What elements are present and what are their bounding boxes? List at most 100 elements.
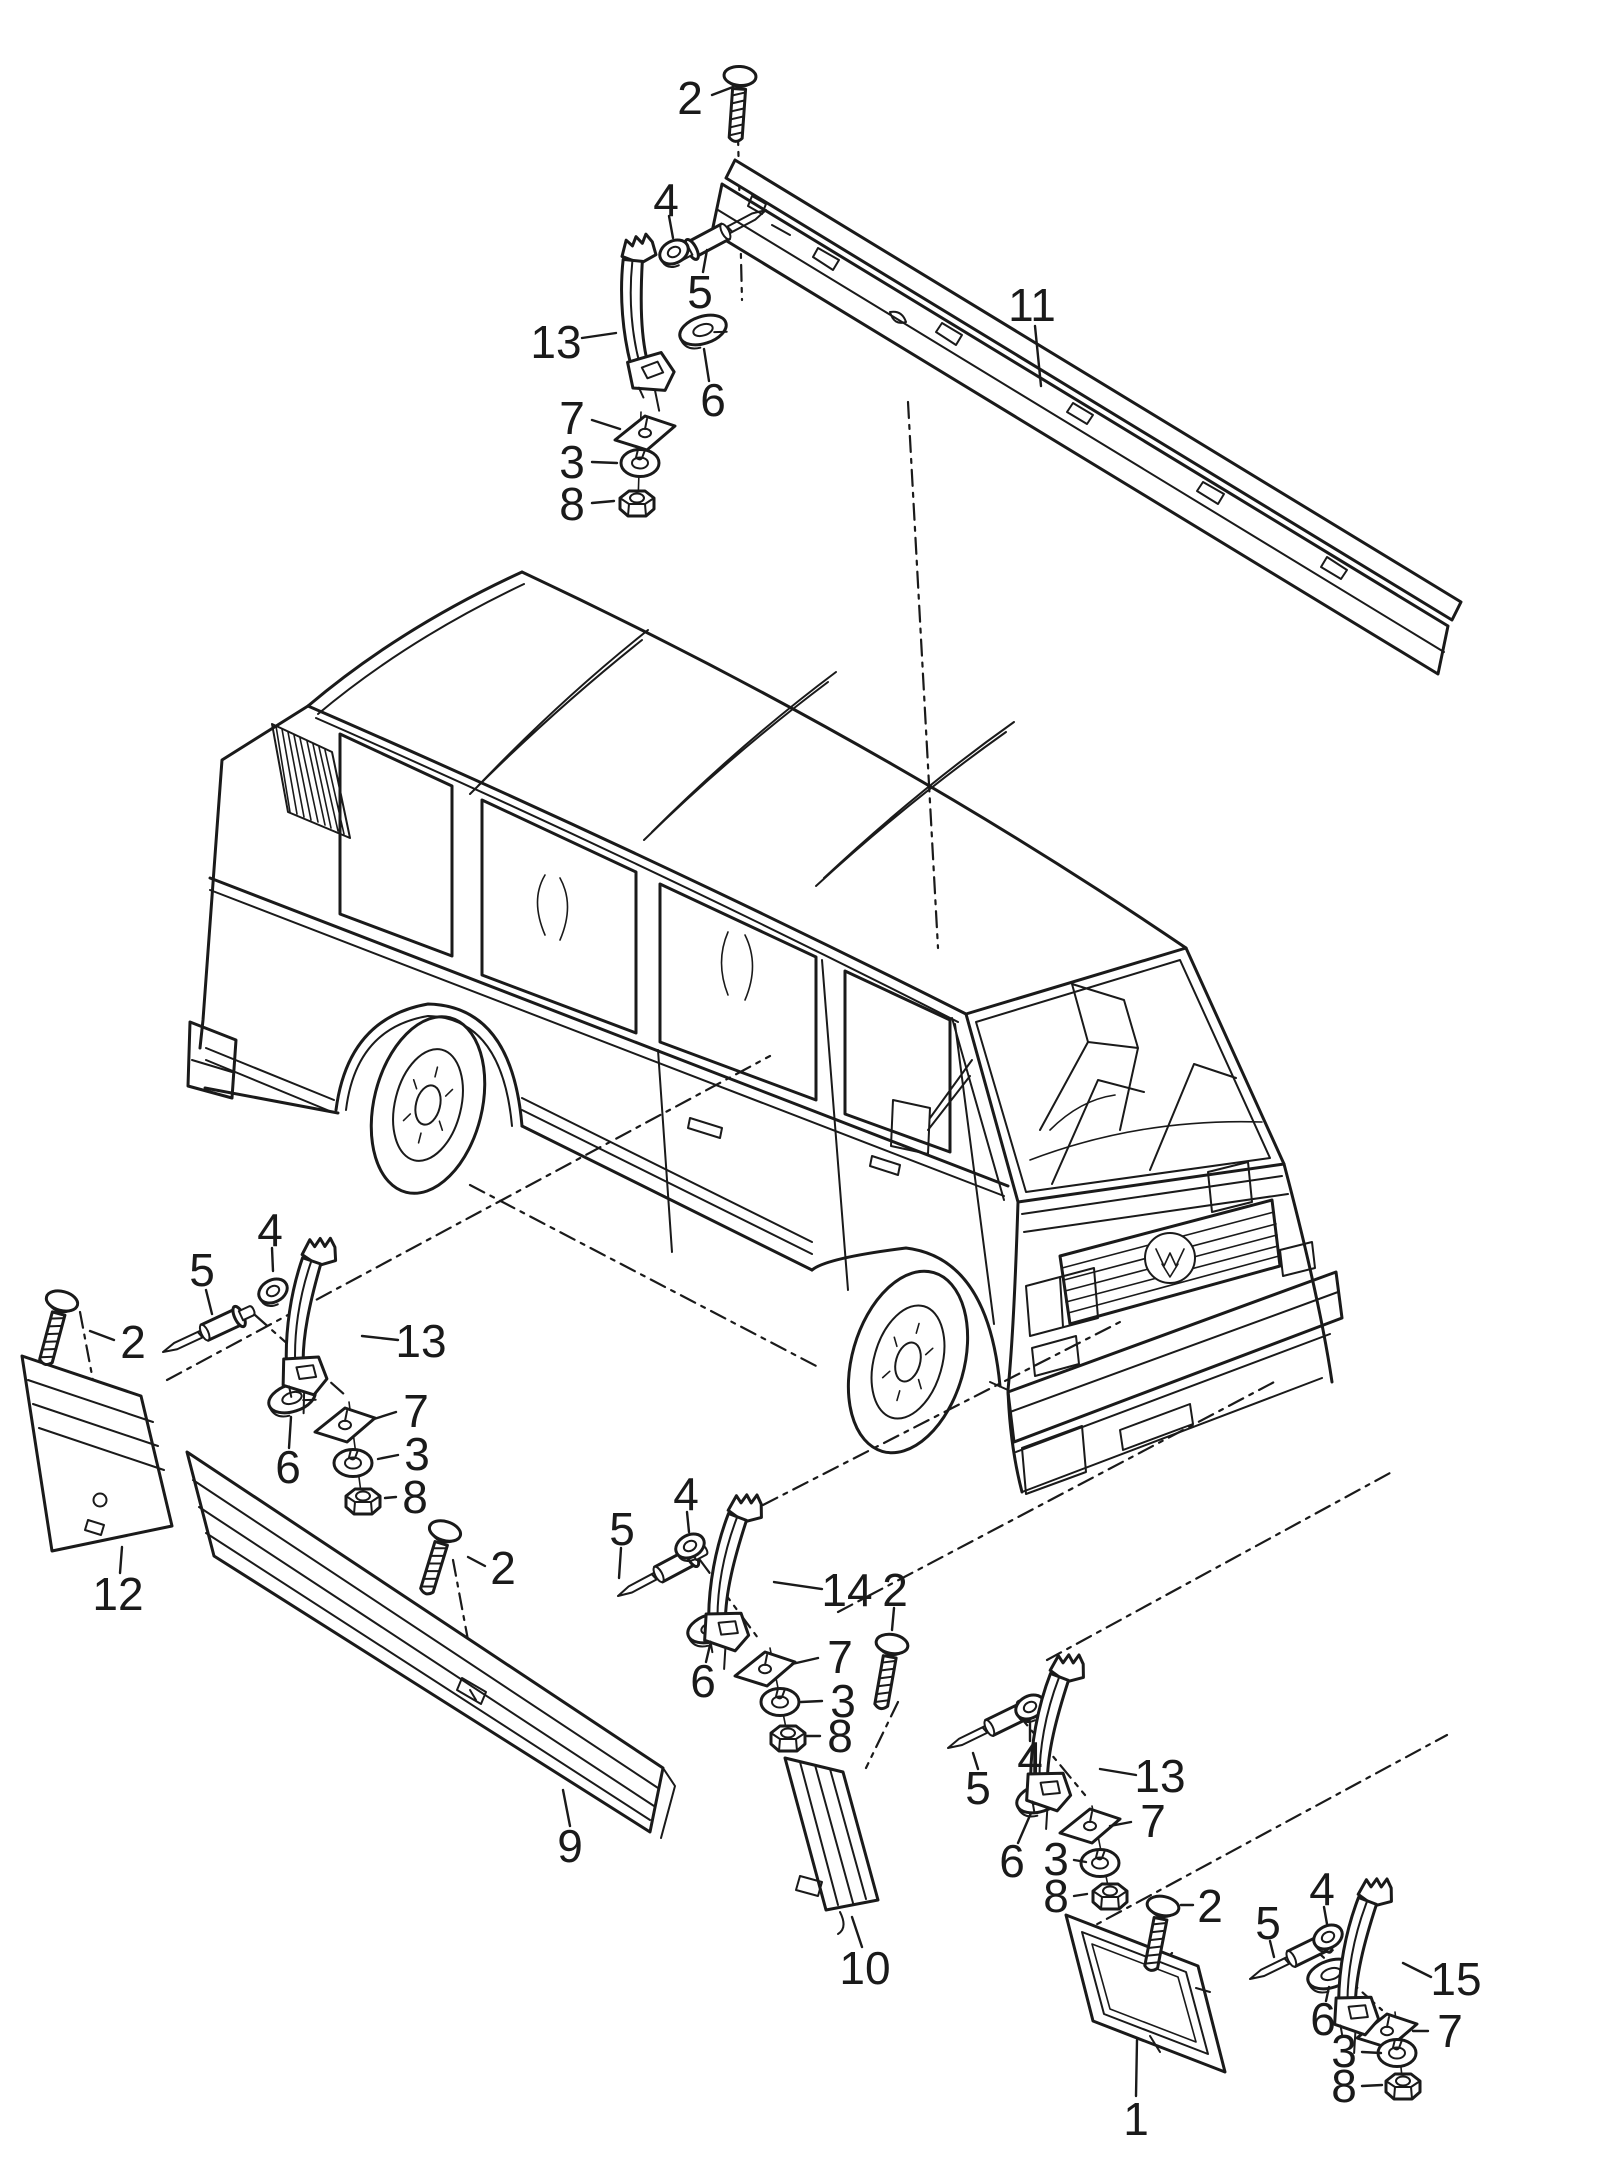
callout-leader-9 (561, 1788, 572, 1828)
callout-label-4-middle: 4 (673, 1468, 699, 1520)
callout-label-2-top: 2 (677, 72, 703, 124)
callout-label-11-top: 11 (1008, 279, 1056, 331)
part-7-plate (613, 414, 677, 452)
hardware (28, 63, 1422, 2101)
callout-label-6-middle-right: 6 (999, 1835, 1025, 1887)
callout-label-3-middle-right: 3 (1043, 1833, 1069, 1885)
callout-label-6-left: 6 (275, 1441, 301, 1493)
part-8-nut (769, 1724, 807, 1753)
callout-label-1-right: 1 (1123, 2093, 1149, 2145)
callout-leader-5 (701, 248, 709, 274)
callout-leader-5 (1268, 1939, 1276, 1959)
callout-leader-5 (617, 1546, 623, 1580)
callout-label-4-middle-right: 4 (1017, 1732, 1043, 1784)
callout-label-15-right: 15 (1430, 1953, 1481, 2005)
van-front-face (1006, 1161, 1344, 1495)
callout-label-4-left: 4 (257, 1204, 283, 1256)
callout-label-7-right: 7 (1437, 2005, 1463, 2057)
van-rear-wheel (334, 1002, 524, 1195)
callout-leader-7 (590, 418, 622, 431)
construction-lines (78, 93, 1449, 2012)
callout-leader-7 (372, 1410, 398, 1421)
callout-label-2-middle-right: 2 (1197, 1880, 1223, 1932)
callout-leader-6 (704, 1643, 712, 1664)
part-3-lock-washer (1376, 2038, 1418, 2068)
headlight-right-icon (1207, 1161, 1253, 1213)
callout-leader-5 (204, 1288, 214, 1316)
part-14-bracket (691, 1487, 780, 1674)
callout-label-2-left: 2 (120, 1316, 146, 1368)
callout-label-8-top: 8 (559, 478, 585, 530)
callout-leader-6 (1324, 1985, 1331, 2003)
callout-label-4-right: 4 (1309, 1863, 1335, 1915)
callout-leader-13 (360, 1334, 400, 1342)
part-4-washer (253, 1272, 295, 1312)
callout-leader-11 (1033, 324, 1043, 388)
callout-label-6-top: 6 (700, 374, 726, 426)
callout-label-8-middle: 8 (827, 1710, 853, 1762)
part-5-rivet (156, 1298, 260, 1364)
callout-label-10-middle: 10 (839, 1942, 890, 1994)
part-8-nut (1384, 2072, 1422, 2101)
callout-leader-5 (971, 1751, 980, 1771)
van-bumper (1006, 1270, 1344, 1495)
callout-leader-8 (590, 499, 616, 505)
callout-leader-6 (1016, 1811, 1033, 1845)
callout-label-8-left: 8 (402, 1471, 428, 1523)
van-illustration (186, 570, 1344, 1495)
part-1-end-cap (1064, 1913, 1227, 2074)
part-2-screw (409, 1515, 465, 1600)
callout-leader-4 (685, 1510, 691, 1534)
callout-label-7-top: 7 (559, 392, 585, 444)
callout-label-3-right: 3 (1331, 2025, 1357, 2077)
callout-leader-13 (580, 331, 618, 340)
van-roof (306, 570, 1188, 1023)
callout-leader-4 (1322, 1905, 1329, 1926)
part-2-screw (863, 1630, 911, 1713)
callout-leader-14 (772, 1580, 824, 1591)
vw-emblem-icon (1144, 1232, 1196, 1284)
callout-label-5-middle-right: 5 (965, 1762, 991, 1814)
callout-leader-3 (1360, 2050, 1383, 2055)
callout-label-5-right: 5 (1255, 1897, 1281, 1949)
callout-leader-2 (710, 85, 735, 97)
callout-leader-2 (88, 1329, 116, 1342)
door-mirror-icon (890, 1059, 973, 1155)
van-beltline-doors (208, 876, 1010, 1325)
part-8-nut (1091, 1882, 1129, 1911)
callout-leader-6 (287, 1415, 293, 1450)
callout-leader-8 (383, 1495, 398, 1500)
part-2-screw (717, 63, 759, 144)
callout-label-2-left: 2 (490, 1542, 516, 1594)
callout-leader-1 (1134, 2038, 1139, 2098)
callout-label-5-top: 5 (687, 266, 713, 318)
callout-leader-2 (890, 1606, 896, 1632)
part-2-screw (28, 1286, 82, 1370)
van-rocker-moldings (205, 1047, 1009, 1391)
stud-axes (348, 411, 1404, 2087)
callout-label-3-top: 3 (559, 436, 585, 488)
callout-leader-7 (1108, 1820, 1133, 1828)
part-10-molding (783, 1756, 880, 1935)
callout-leader-8 (1072, 1892, 1089, 1898)
part-3-lock-washer (1079, 1848, 1121, 1878)
callout-leader-8 (1360, 2083, 1384, 2088)
callout-leader-4 (270, 1246, 275, 1273)
callout-label-14-middle: 14 (821, 1564, 872, 1616)
part-9-molding (185, 1450, 676, 1839)
part-7-plate (313, 1406, 377, 1444)
callout-leader-13 (1098, 1767, 1138, 1777)
part-12-end-cap (20, 1354, 174, 1553)
callout-label-13-top: 13 (530, 316, 581, 368)
callout-leader-3 (376, 1453, 400, 1461)
callout-leader-15 (1401, 1961, 1433, 1979)
headlight-left-icon (1025, 1267, 1099, 1337)
part-3-lock-washer (332, 1448, 374, 1478)
part-8-nut (618, 489, 656, 518)
interior-mirror-icon (1039, 983, 1139, 1131)
callout-leader-10 (850, 1915, 864, 1949)
callout-label-8-right: 8 (1331, 2060, 1357, 2112)
